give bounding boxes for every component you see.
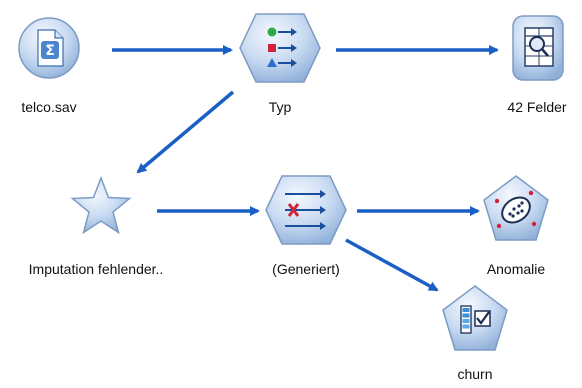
- type-icon: [267, 27, 297, 67]
- svg-text:Σ: Σ: [45, 43, 55, 59]
- node-label-churn: churn: [457, 366, 493, 382]
- node-label-imputation: Imputation fehlender..: [28, 261, 164, 277]
- star-supernode-icon: [70, 175, 132, 235]
- filter-generated-icon: [285, 190, 326, 230]
- node-label-typ: Typ: [268, 99, 292, 115]
- connections: [112, 45, 499, 292]
- node-typ[interactable]: [239, 13, 321, 83]
- connection-generiert-churn[interactable]: [345, 238, 439, 292]
- table-output-icon: [524, 27, 554, 67]
- node-label-felder: 42 Felder: [507, 99, 567, 115]
- node-label-anomalie: Anomalie: [486, 261, 546, 277]
- node-imputation[interactable]: [70, 175, 132, 235]
- node-label-generiert: (Generiert): [272, 261, 340, 277]
- node-telco[interactable]: Σ: [18, 17, 80, 79]
- node-generiert[interactable]: [265, 175, 347, 245]
- node-label-telco: telco.sav: [21, 99, 77, 115]
- node-anomalie[interactable]: [483, 175, 549, 241]
- database-file-icon: Σ: [37, 29, 64, 67]
- node-churn[interactable]: [442, 285, 508, 351]
- anomaly-model-icon: [494, 190, 537, 229]
- node-felder[interactable]: [512, 15, 564, 81]
- churn-model-icon: [460, 305, 491, 334]
- connection-typ-imputation[interactable]: [136, 90, 235, 174]
